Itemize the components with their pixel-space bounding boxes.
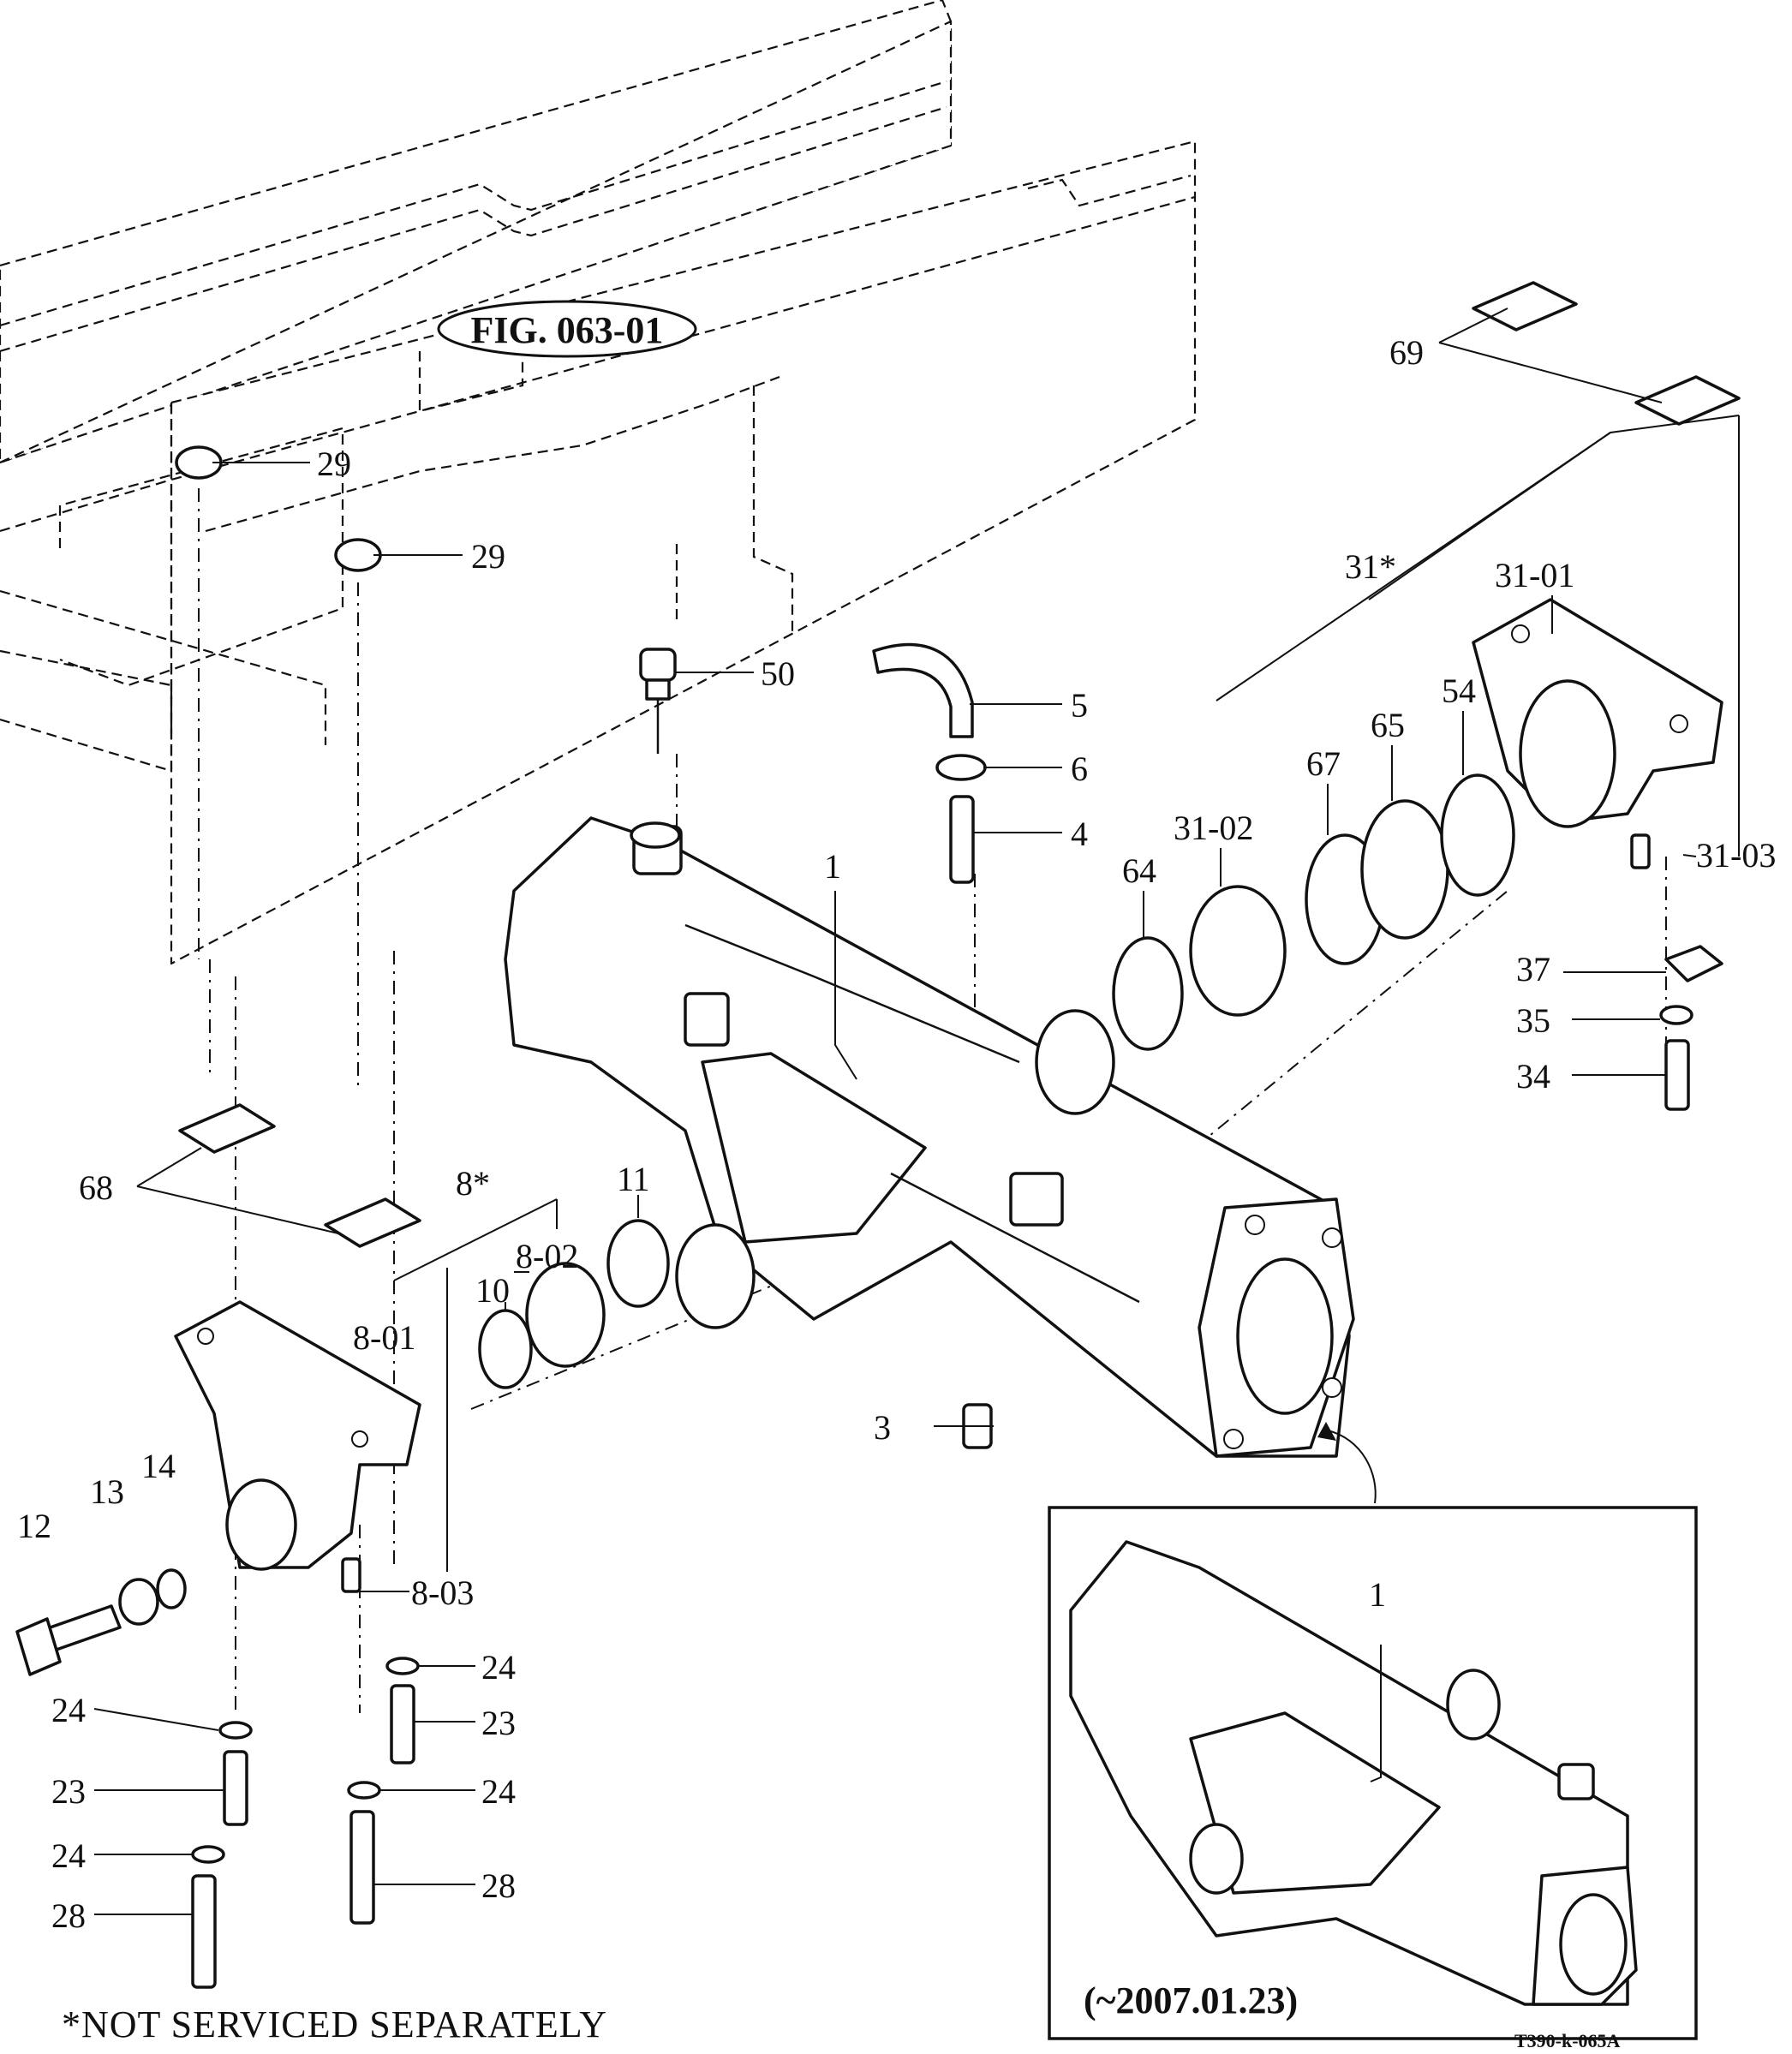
callout-11: 11 [617, 1160, 650, 1198]
callout-69: 69 [1389, 333, 1424, 372]
callout-6: 6 [1071, 749, 1088, 788]
washer-24-a [218, 1721, 253, 1740]
callout-10: 10 [475, 1271, 510, 1310]
bolt-34 [1664, 1039, 1690, 1111]
callout-54: 54 [1442, 672, 1476, 710]
callout-3: 3 [874, 1408, 891, 1447]
callout-35: 35 [1516, 1001, 1550, 1040]
shim-68-lower [324, 1197, 421, 1248]
callout-8-01: 8-01 [353, 1318, 415, 1357]
leader-lines [93, 308, 1740, 1915]
shim-69-upper [1472, 281, 1578, 331]
chassis-frame [0, 0, 1197, 965]
callout-31: 31* [1345, 547, 1396, 586]
callout-34: 34 [1516, 1057, 1550, 1096]
callout-29-a: 29 [317, 445, 351, 483]
callout-31-02: 31-02 [1174, 809, 1253, 847]
o-ring-54 [1440, 773, 1515, 897]
nut-13 [118, 1578, 159, 1626]
callout-1: 1 [824, 847, 841, 886]
rear-axle-support [1472, 598, 1723, 828]
callout-28-b: 28 [481, 1866, 516, 1905]
callout-23-a: 23 [51, 1772, 86, 1811]
callout-13: 13 [90, 1472, 124, 1511]
inset-date-label: (~2007.01.23) [1084, 1979, 1298, 2021]
seal-ring-65 [1360, 799, 1449, 940]
grease-nipple-31-03 [1630, 833, 1651, 869]
callout-37: 37 [1516, 950, 1550, 988]
bushing-31-02 [1189, 885, 1287, 1017]
callout-31-03: 31-03 [1696, 836, 1776, 875]
callout-23-b: 23 [481, 1704, 516, 1742]
callout-28-a: 28 [51, 1896, 86, 1935]
callout-8-03: 8-03 [411, 1573, 474, 1612]
hose-clamp [935, 754, 987, 781]
drawing-code: T390-k-065A [1514, 2030, 1621, 2051]
inset-earlier-housing [1048, 1506, 1698, 2040]
washer-14 [156, 1568, 187, 1609]
callout-64: 64 [1122, 851, 1156, 890]
washer-24-b [191, 1845, 225, 1864]
o-ring-64 [1112, 936, 1184, 1051]
bolt-23-b [390, 1684, 415, 1764]
callout-65: 65 [1371, 706, 1405, 744]
grease-nipple-8-03 [341, 1557, 361, 1593]
shim-69-lower [1634, 375, 1741, 426]
o-ring-10 [478, 1309, 533, 1389]
washer-24-c [385, 1657, 420, 1675]
footnote: *NOT SERVICED SEPARATELY [62, 2003, 607, 2045]
o-ring-11 [606, 1219, 670, 1308]
front-axle-housing [504, 816, 1355, 1458]
callout-8-02: 8-02 [516, 1237, 578, 1275]
callout-24-b: 24 [51, 1836, 86, 1875]
callout-24-c: 24 [481, 1648, 516, 1687]
bolt-12 [15, 1604, 122, 1676]
callout-24-a: 24 [51, 1691, 86, 1729]
breather-hose [872, 642, 974, 738]
callout-12: 12 [17, 1507, 51, 1545]
lock-plate [1664, 945, 1723, 982]
callout-5: 5 [1071, 686, 1088, 725]
bolt-28-b [349, 1810, 375, 1925]
callout-24-d: 24 [481, 1772, 516, 1811]
callout-68: 68 [79, 1168, 113, 1207]
bushing-8-02 [525, 1262, 606, 1368]
callout-4: 4 [1071, 815, 1088, 853]
callout-1-inset: 1 [1369, 1575, 1386, 1614]
callout-50: 50 [761, 654, 795, 693]
breather-plug [639, 648, 677, 754]
callout-29-b: 29 [471, 537, 505, 576]
callout-8: 8* [456, 1164, 490, 1203]
hose-fitting [949, 795, 975, 884]
bolt-28-a [191, 1874, 217, 1989]
figure-reference-label: FIG. 063-01 [471, 309, 664, 351]
washer-35 [1659, 1005, 1693, 1025]
washer-24-d [347, 1781, 381, 1800]
front-axle-support [174, 1300, 421, 1571]
callout-14: 14 [141, 1447, 176, 1485]
callout-31-01: 31-01 [1495, 556, 1574, 594]
figure-reference-badge: FIG. 063-01 [437, 300, 697, 358]
shim-68-upper [178, 1103, 276, 1154]
callout-67: 67 [1306, 744, 1341, 783]
bolt-23-a [223, 1750, 248, 1826]
